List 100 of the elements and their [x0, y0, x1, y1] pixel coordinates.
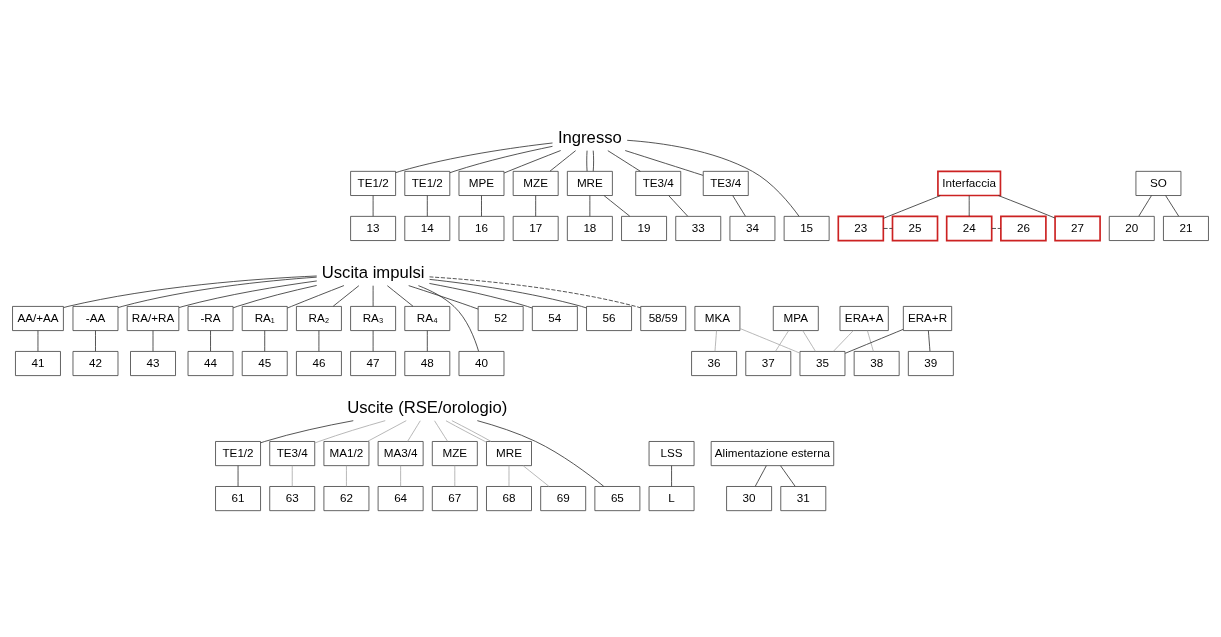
- connector: [454, 465, 456, 487]
- connector: [314, 420, 386, 444]
- node-box: RA₁: [241, 306, 288, 331]
- node-box: 34: [729, 215, 776, 241]
- connector: [991, 228, 1002, 229]
- connector: [63, 275, 318, 308]
- connector: [429, 278, 587, 309]
- node-box: 41: [15, 351, 61, 377]
- node-box: 36: [691, 351, 737, 377]
- node-box: 27: [1054, 215, 1101, 242]
- node-box: 30: [726, 486, 773, 512]
- node-box: 42: [72, 351, 119, 377]
- node-box: Alimentazione esterna: [710, 441, 835, 467]
- node-box: MPE: [458, 170, 505, 196]
- connector: [346, 465, 347, 487]
- connector: [603, 195, 631, 217]
- connector: [968, 195, 970, 217]
- connector: [775, 330, 789, 352]
- node-box: RA₂: [296, 306, 342, 331]
- connector: [626, 139, 800, 217]
- node-box: 26: [1000, 215, 1047, 242]
- connector: [714, 330, 717, 352]
- node-box: MA3/4: [377, 441, 424, 467]
- connector: [668, 195, 689, 217]
- node-box: 16: [458, 215, 505, 241]
- node-box: MRE: [486, 441, 532, 467]
- connector: [833, 330, 854, 352]
- node-box: 14: [404, 215, 451, 241]
- node-box: 33: [675, 215, 722, 241]
- node-box: RA₄: [404, 306, 451, 331]
- node-box: 37: [745, 351, 792, 377]
- connector: [481, 195, 482, 217]
- connector: [780, 465, 796, 487]
- connector: [400, 465, 402, 487]
- connector: [592, 150, 595, 172]
- node-box: 58/59: [640, 306, 687, 331]
- connector: [95, 330, 96, 352]
- connector: [426, 195, 428, 217]
- connector: [418, 285, 479, 352]
- node-box: TE1/2: [215, 441, 261, 467]
- connector: [802, 330, 816, 352]
- node-box: RA₃: [350, 306, 397, 331]
- connector: [624, 150, 704, 176]
- connector: [844, 328, 904, 354]
- node-box: 38: [853, 351, 900, 377]
- connector: [37, 330, 39, 352]
- node-box: 31: [780, 486, 827, 512]
- connector: [372, 195, 374, 217]
- connector: [332, 285, 360, 307]
- node-box: 39: [907, 351, 954, 377]
- connector: [237, 465, 239, 487]
- connector: [997, 195, 1056, 219]
- connector: [287, 285, 345, 309]
- node-box: L: [648, 486, 695, 512]
- node-box: SO: [1135, 170, 1182, 196]
- node-box: MZE: [512, 170, 559, 196]
- node-box: 15: [783, 215, 830, 241]
- connector: [739, 328, 801, 354]
- connector: [508, 465, 510, 487]
- connector: [449, 145, 553, 174]
- node-box: 44: [187, 351, 234, 377]
- connector: [367, 420, 407, 442]
- connector: [318, 330, 320, 352]
- connector: [426, 330, 428, 352]
- node-box: 35: [799, 351, 846, 377]
- connector: [1138, 195, 1152, 217]
- connector: [117, 276, 318, 309]
- node-text: Ingresso: [557, 127, 622, 147]
- node-box: 48: [404, 351, 451, 377]
- connector: [476, 420, 605, 487]
- node-box: 23: [837, 215, 885, 242]
- connector: [429, 276, 641, 309]
- node-box: MA1/2: [323, 441, 370, 467]
- connector: [408, 285, 479, 310]
- node-box: 46: [296, 351, 342, 377]
- node-text: Uscite (RSE/orologio): [347, 397, 508, 417]
- connector: [586, 150, 588, 172]
- node-box: ERA+R: [902, 306, 953, 331]
- connector: [372, 330, 374, 352]
- node-box: LSS: [648, 441, 695, 467]
- connector: [549, 150, 577, 172]
- connector: [210, 330, 211, 352]
- connector: [589, 195, 591, 217]
- connector: [429, 283, 533, 309]
- node-box: 20: [1108, 215, 1155, 241]
- node-box: 64: [377, 486, 424, 512]
- connector: [607, 150, 641, 172]
- node-box: 63: [269, 486, 316, 512]
- node-box: Interfaccia: [937, 170, 1002, 197]
- node-box: 21: [1163, 215, 1209, 241]
- node-box: MRE: [566, 170, 613, 196]
- node-box: TE3/4: [702, 170, 749, 196]
- connector: [503, 150, 562, 174]
- node-box: 43: [130, 351, 176, 377]
- connector: [535, 195, 537, 217]
- connector: [434, 420, 448, 442]
- connector: [386, 285, 414, 307]
- node-box: 67: [431, 486, 478, 512]
- connector: [882, 195, 941, 219]
- node-box: -RA: [187, 306, 234, 331]
